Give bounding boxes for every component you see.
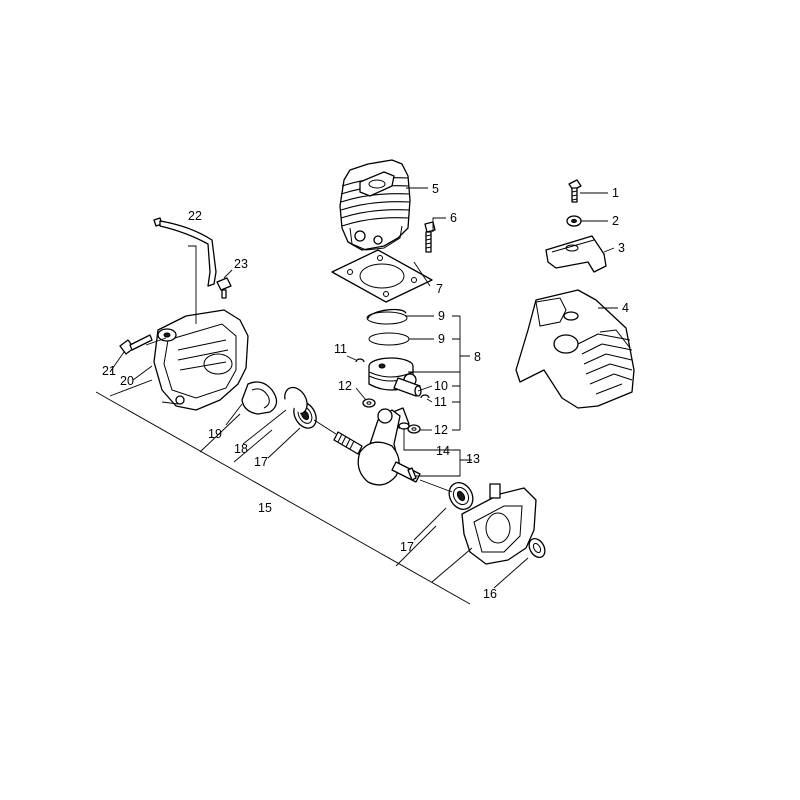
ignition-lead <box>153 217 217 287</box>
cylinder <box>339 159 411 251</box>
callout-11-right: 11 <box>434 395 447 409</box>
callout-22: 22 <box>188 209 202 223</box>
callout-4: 4 <box>622 301 629 315</box>
piston-rings <box>366 308 410 346</box>
callout-12-left: 12 <box>338 379 352 393</box>
callout-19: 19 <box>208 427 222 441</box>
callout-20: 20 <box>120 374 134 388</box>
cylinder-gasket <box>331 249 433 303</box>
callout-1: 1 <box>612 186 619 200</box>
callout-13: 13 <box>466 452 480 466</box>
callout-16: 16 <box>483 587 497 601</box>
callout-10: 10 <box>434 379 448 393</box>
washers <box>362 398 421 434</box>
callout-17-right: 17 <box>400 540 414 554</box>
callout-labels: 1 2 3 4 5 6 7 8 9 9 10 11 11 12 12 13 14… <box>102 182 629 601</box>
cylinder-shroud <box>515 289 635 409</box>
callout-14: 14 <box>436 444 450 458</box>
circlips <box>355 358 430 399</box>
crankcase-right <box>461 483 546 565</box>
callout-18: 18 <box>234 442 248 456</box>
callout-3: 3 <box>618 241 625 255</box>
callout-8: 8 <box>474 350 481 364</box>
callout-21: 21 <box>102 364 116 378</box>
callout-6: 6 <box>450 211 457 225</box>
screw-23 <box>216 277 232 299</box>
snap-ring <box>284 386 308 415</box>
callout-11-left: 11 <box>334 342 347 356</box>
callout-7: 7 <box>436 282 443 296</box>
callout-15: 15 <box>258 501 272 515</box>
callout-5: 5 <box>432 182 439 196</box>
top-cover <box>545 235 607 273</box>
callout-9-lower: 9 <box>438 332 445 346</box>
screw-1 <box>568 179 582 203</box>
leader-lines <box>95 187 618 605</box>
callout-2: 2 <box>612 214 619 228</box>
bearing-right <box>448 482 474 510</box>
callout-12-right: 12 <box>434 423 448 437</box>
crankcase-gasket <box>241 381 278 415</box>
cylinder-bolt <box>424 221 436 253</box>
crankcase-left <box>153 309 249 411</box>
bolt-21 <box>119 334 153 355</box>
callout-23: 23 <box>234 257 248 271</box>
crankshaft <box>333 408 421 486</box>
washer-2 <box>566 215 582 227</box>
callout-9-upper: 9 <box>438 309 445 323</box>
callout-17-left: 17 <box>254 455 268 469</box>
